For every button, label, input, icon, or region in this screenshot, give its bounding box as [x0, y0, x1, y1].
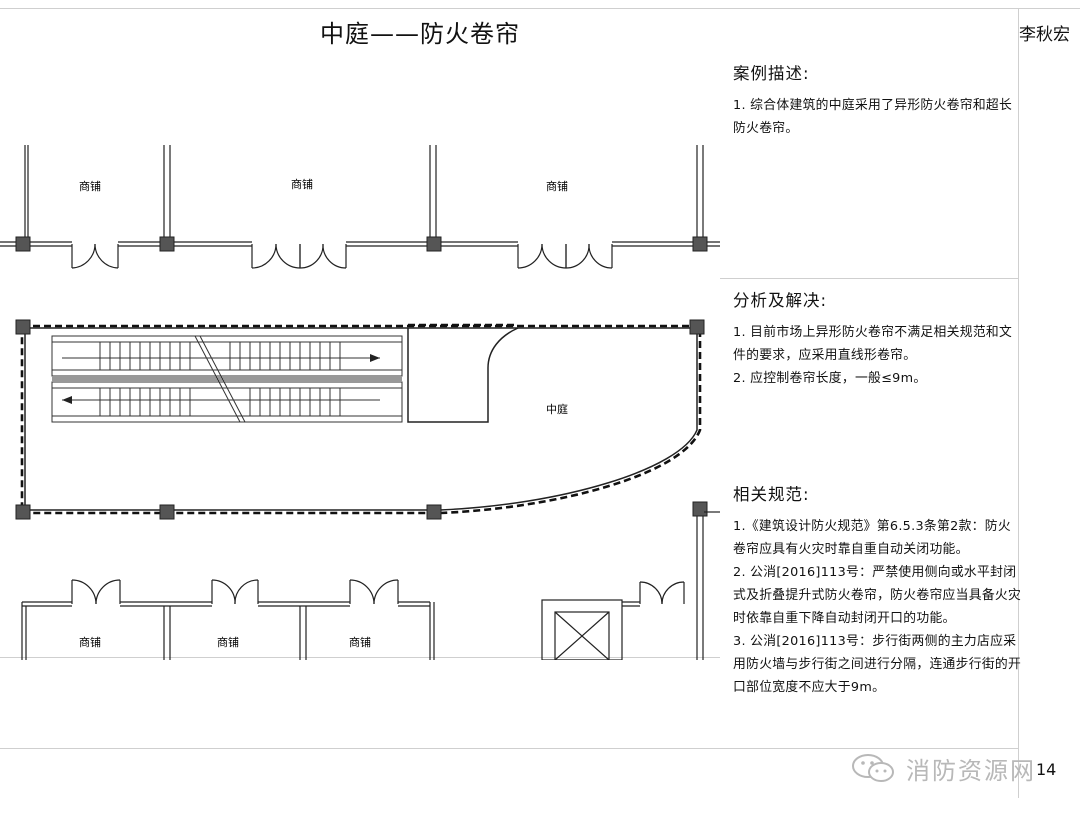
shop-label-top-2: 商铺 — [291, 177, 313, 191]
shop-label-bottom-2: 商铺 — [217, 635, 239, 649]
case-line: 1. 综合体建筑的中庭采用了异形防火卷帘和超长防火卷帘。 — [733, 98, 1013, 136]
case-panel: 案例描述: 1. 综合体建筑的中庭采用了异形防火卷帘和超长防火卷帘。 — [733, 60, 1023, 140]
frame-right-line — [1018, 8, 1019, 798]
shop-label-top-3: 商铺 — [546, 179, 568, 193]
frame-divider-2 — [0, 657, 720, 658]
watermark: 消防资源网 — [850, 748, 1036, 788]
author-name: 李秋宏 — [1019, 25, 1070, 45]
shop-label-top-1: 商铺 — [79, 179, 101, 193]
analysis-panel: 分析及解决: 1. 目前市场上异形防火卷帘不满足相关规范和文件的要求，应采用直线… — [733, 287, 1023, 390]
arrow-left-icon — [62, 396, 72, 404]
watermark-text: 消防资源网 — [906, 756, 1036, 785]
shop-label-bottom-3: 商铺 — [349, 635, 371, 649]
page-number: 14 — [1036, 760, 1057, 779]
shop-label-bottom-1: 商铺 — [79, 635, 101, 649]
frame-top-line — [0, 8, 1080, 9]
frame-bottom-line — [0, 748, 1018, 749]
fire-shutter-line — [20, 324, 702, 515]
case-heading: 案例描述: — [733, 64, 810, 83]
wechat-icon — [852, 754, 894, 782]
atrium-label: 中庭 — [546, 402, 568, 416]
floor-plan-drawing: 商铺 商铺 商铺 — [0, 145, 720, 660]
codes-panel: 相关规范: 1.《建筑设计防火规范》第6.5.3条第2款：防火卷帘应具有火灾时靠… — [733, 481, 1023, 699]
code-line-1: 1.《建筑设计防火规范》第6.5.3条第2款：防火卷帘应具有火灾时靠自重自动关闭… — [733, 519, 1011, 557]
arrow-right-icon — [370, 354, 380, 362]
frame-divider-1 — [720, 278, 1018, 279]
code-line-3: 3. 公消[2016]113号：步行街两侧的主力店应采用防火墙与步行街之间进行分… — [733, 634, 1022, 695]
page-title: 中庭——防火卷帘 — [320, 20, 520, 48]
analysis-line-1: 1. 目前市场上异形防火卷帘不满足相关规范和文件的要求，应采用直线形卷帘。 — [733, 325, 1013, 363]
codes-heading: 相关规范: — [733, 485, 810, 504]
code-line-2: 2. 公消[2016]113号：严禁使用侧向或水平封闭式及折叠提升式防火卷帘，防… — [733, 565, 1022, 626]
analysis-line-2: 2. 应控制卷帘长度，一般≤9m。 — [733, 371, 927, 386]
analysis-heading: 分析及解决: — [733, 291, 828, 310]
